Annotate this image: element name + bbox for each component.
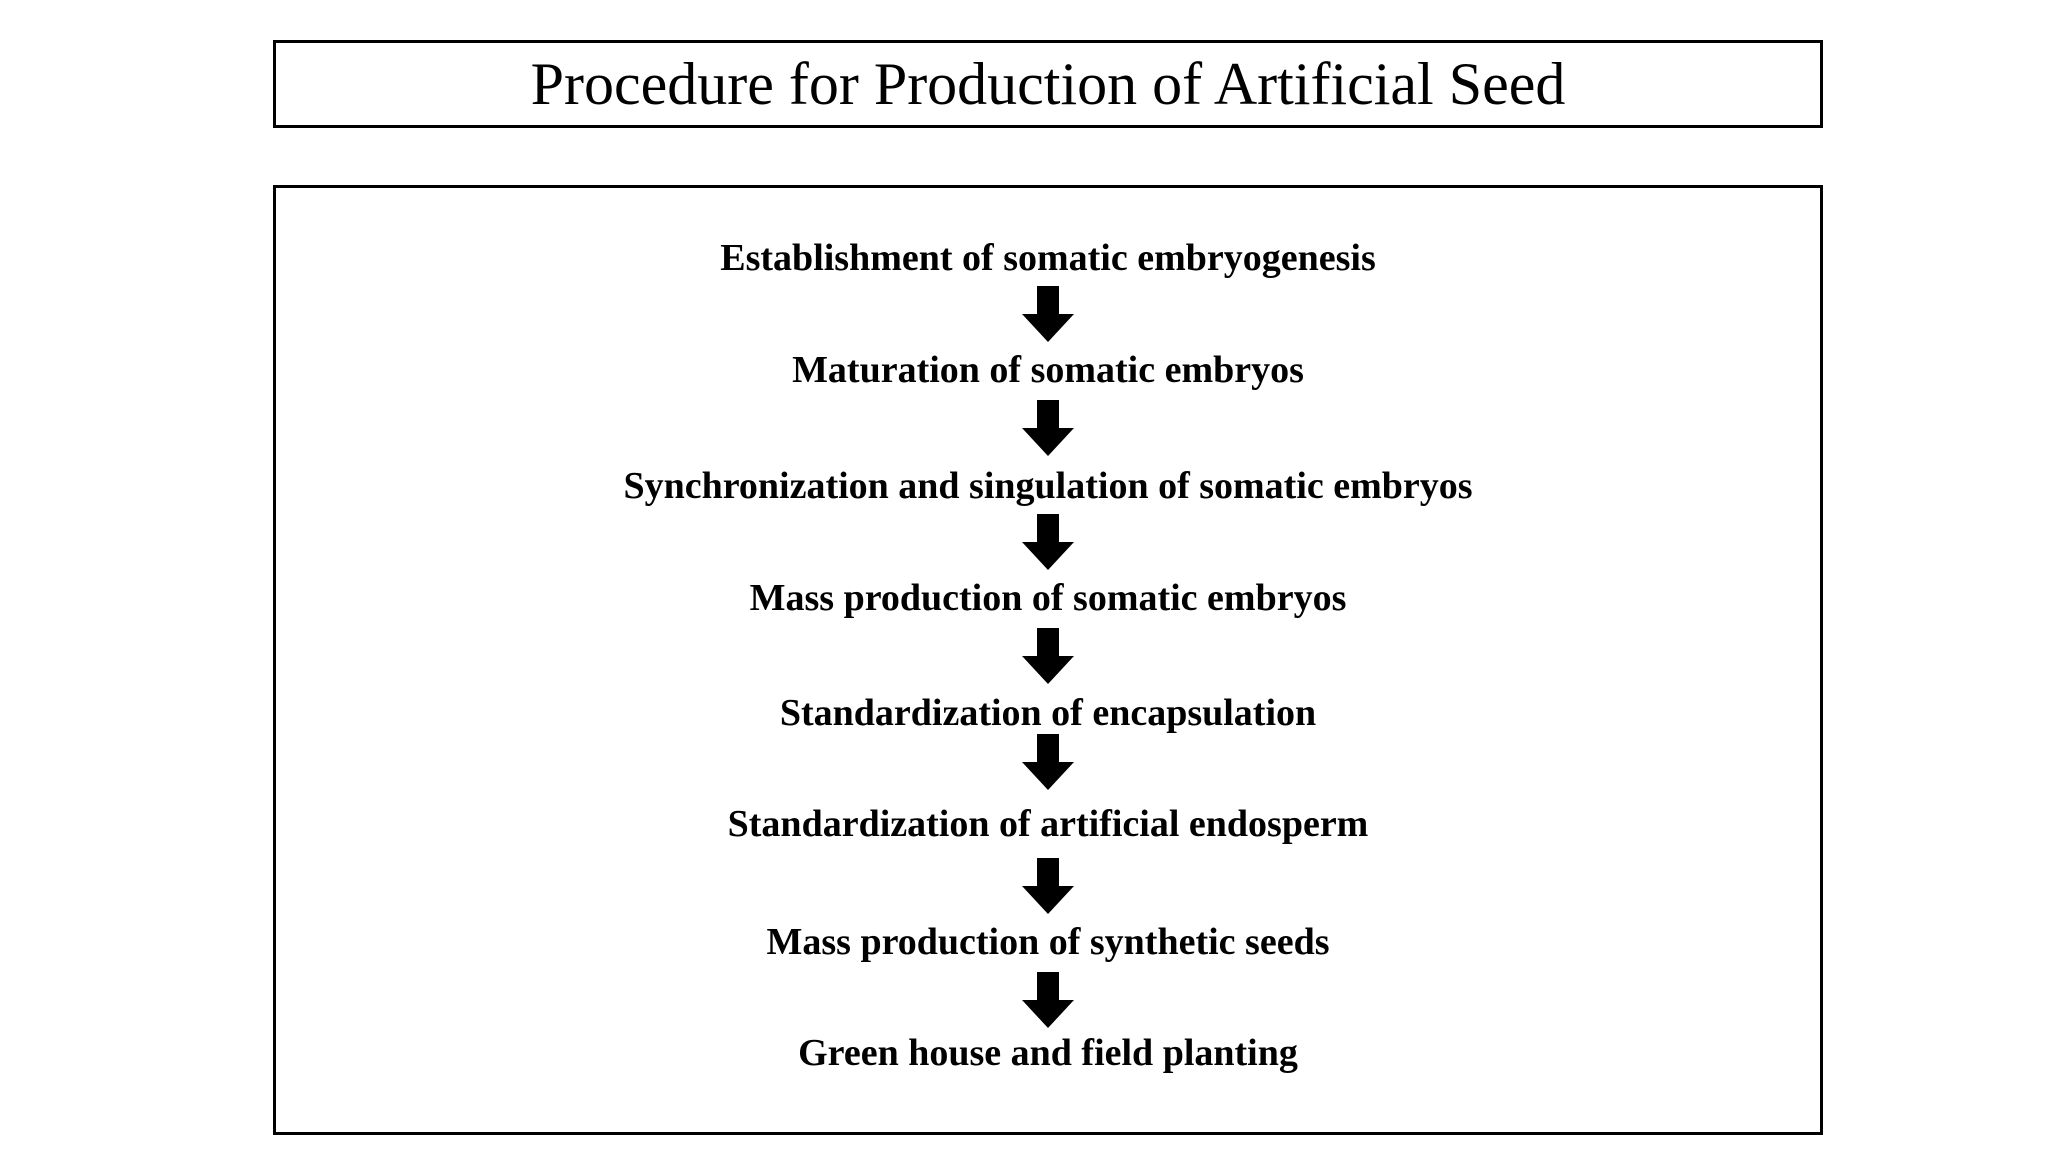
down-arrow-icon xyxy=(1022,972,1074,1028)
step-7-label: Mass production of synthetic seeds xyxy=(766,921,1330,963)
down-arrow-icon xyxy=(1022,514,1074,570)
step-2-label: Maturation of somatic embryos xyxy=(792,349,1304,391)
flowchart-box: Establishment of somatic embryogenesis M… xyxy=(273,185,1823,1135)
step-5-label: Standardization of encapsulation xyxy=(779,692,1317,734)
title-box: Procedure for Production of Artificial S… xyxy=(273,40,1823,128)
step-3-label: Synchronization and singulation of somat… xyxy=(623,465,1473,507)
step-8-label: Green house and field planting xyxy=(798,1032,1298,1074)
step-1-label: Establishment of somatic embryogenesis xyxy=(720,237,1376,279)
down-arrow-icon xyxy=(1022,858,1074,914)
down-arrow-icon xyxy=(1022,400,1074,456)
down-arrow-icon xyxy=(1022,628,1074,684)
down-arrow-icon xyxy=(1022,734,1074,790)
step-4-label: Mass production of somatic embryos xyxy=(749,577,1347,619)
step-6-label: Standardization of artificial endosperm xyxy=(727,803,1369,845)
diagram-title: Procedure for Production of Artificial S… xyxy=(530,51,1566,117)
down-arrow-icon xyxy=(1022,286,1074,342)
